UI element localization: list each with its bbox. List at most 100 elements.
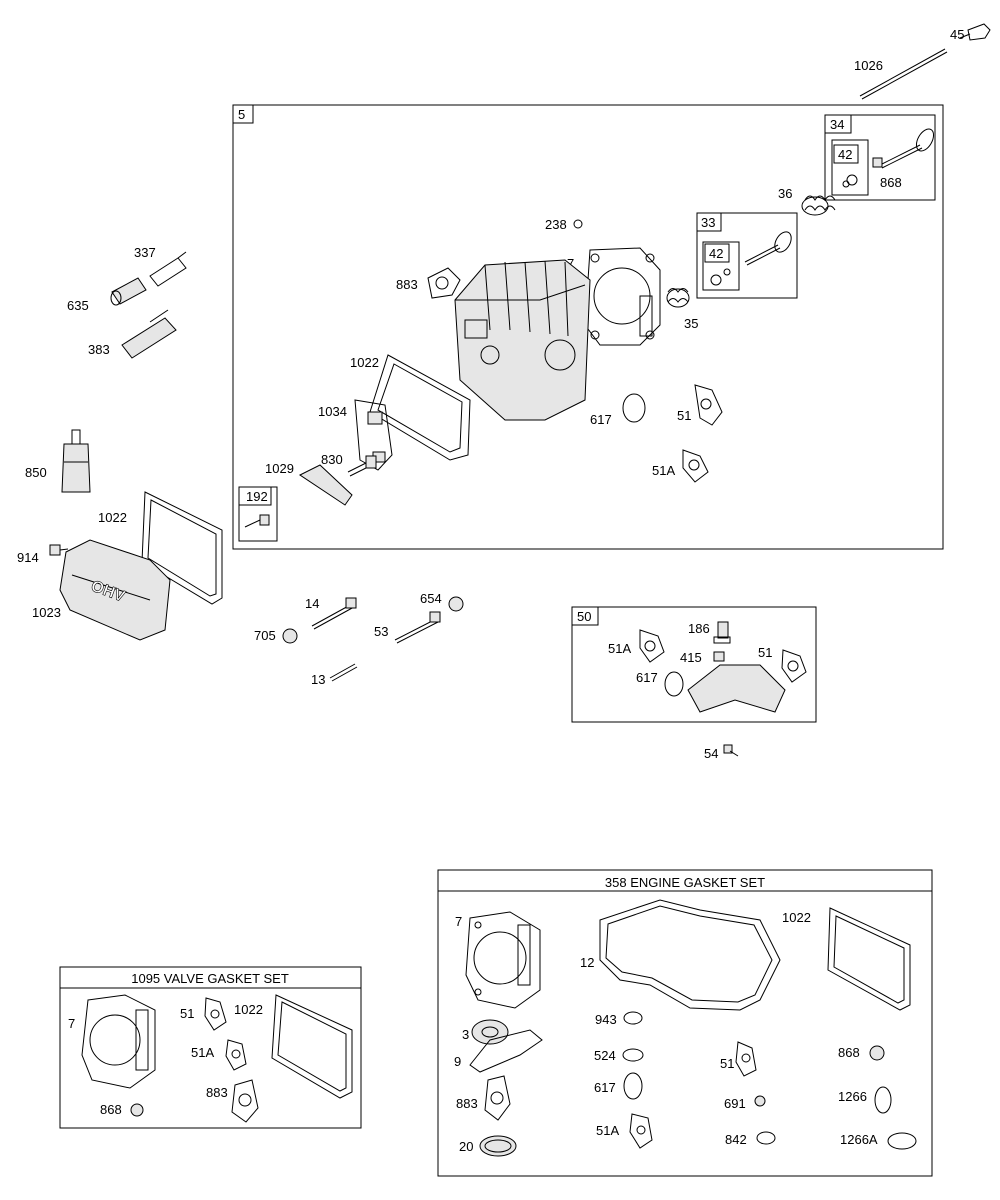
callout-850: 850 xyxy=(25,465,47,480)
exhaust-valve-part xyxy=(842,128,935,188)
callout-51b: 51 xyxy=(758,645,772,660)
vgs-head-gasket-7 xyxy=(81,994,156,1089)
callout-617a: 617 xyxy=(590,412,612,427)
callout-box-34 xyxy=(824,114,852,134)
vgs-callout-51: 51 xyxy=(180,1006,194,1021)
callout-51a: 51 xyxy=(677,408,691,423)
callout-box-192 xyxy=(238,486,272,506)
callout-186: 186 xyxy=(688,621,710,636)
callout-415: 415 xyxy=(680,650,702,665)
egs-gasket-9 xyxy=(469,1029,543,1073)
callout-868a: 868 xyxy=(880,175,902,190)
nut-654 xyxy=(448,596,464,612)
callout-337: 337 xyxy=(134,245,156,260)
callout-53: 53 xyxy=(374,624,388,639)
callout-1026: 1026 xyxy=(854,58,883,73)
egs-seal-868 xyxy=(869,1045,885,1061)
egs-callout-51A: 51A xyxy=(596,1123,619,1138)
vgs-gasket-51A xyxy=(225,1039,247,1071)
egs-o-ring-1266A xyxy=(887,1132,917,1150)
callout-705: 705 xyxy=(254,628,276,643)
egs-crankcase-gasket-12 xyxy=(599,899,781,1011)
spark-plug-337 xyxy=(149,251,187,287)
callout-box-33 xyxy=(696,212,722,232)
egs-callout-12: 12 xyxy=(580,955,594,970)
callout-box-5 xyxy=(232,104,254,124)
o-ring-617-b xyxy=(664,671,684,697)
callout-617b: 617 xyxy=(636,670,658,685)
callout-1034: 1034 xyxy=(318,404,347,419)
callout-914: 914 xyxy=(17,550,39,565)
fitting-186 xyxy=(713,621,731,644)
egs-callout-943: 943 xyxy=(595,1012,617,1027)
callout-box-42b xyxy=(704,243,730,263)
callout-883a: 883 xyxy=(396,277,418,292)
gasket-51-a xyxy=(694,384,723,426)
egs-callout-51: 51 xyxy=(720,1056,734,1071)
callout-36: 36 xyxy=(778,186,792,201)
gasket-51A-a xyxy=(682,449,709,483)
egs-o-ring-943 xyxy=(623,1011,643,1025)
egs-callout-9: 9 xyxy=(454,1054,461,1069)
nut-705 xyxy=(282,628,298,644)
intake-valve-box xyxy=(696,212,798,299)
callout-45: 45 xyxy=(950,27,964,42)
sealant-tube-850 xyxy=(61,429,91,493)
push-rod-part xyxy=(859,48,948,100)
callout-54: 54 xyxy=(704,746,718,761)
intake-elbow-part xyxy=(687,664,786,713)
egs-gasket-51 xyxy=(735,1041,757,1077)
vgs-seal-868 xyxy=(130,1103,144,1117)
callout-33: 33 xyxy=(701,215,715,230)
valve-gasket-set-frame xyxy=(59,966,362,1129)
vgs-callout-1022: 1022 xyxy=(234,1002,263,1017)
plug-415 xyxy=(713,651,725,662)
intake-elbow-frame xyxy=(571,606,817,723)
spark-plug-boot-635 xyxy=(110,277,147,306)
engine-gasket-set-frame xyxy=(437,869,933,1177)
screw-54 xyxy=(723,744,739,757)
vgs-rocker-gasket-1022 xyxy=(271,994,353,1099)
egs-rocker-gasket-1022 xyxy=(827,907,911,1011)
egs-callout-842: 842 xyxy=(725,1132,747,1147)
callout-7a: 7 xyxy=(567,256,574,271)
egs-o-ring-1266 xyxy=(874,1086,892,1114)
callout-13: 13 xyxy=(311,672,325,687)
callout-box-50 xyxy=(571,606,599,626)
egs-callout-7: 7 xyxy=(455,914,462,929)
egs-callout-617: 617 xyxy=(594,1080,616,1095)
egs-callout-1266A: 1266A xyxy=(840,1132,878,1147)
egs-o-ring-842 xyxy=(756,1131,776,1145)
vgs-callout-51A: 51A xyxy=(191,1045,214,1060)
callout-1029: 1029 xyxy=(265,461,294,476)
o-ring-617-a xyxy=(622,393,646,423)
callout-5: 5 xyxy=(238,107,245,122)
stud-13 xyxy=(329,663,358,682)
egs-callout-868: 868 xyxy=(838,1045,860,1060)
callout-35: 35 xyxy=(684,316,698,331)
callout-635: 635 xyxy=(67,298,89,313)
engine-gasket-set-title: 358 ENGINE GASKET SET xyxy=(605,875,765,890)
egs-seal-20 xyxy=(479,1135,517,1157)
screw-192-part xyxy=(244,514,270,528)
cylinder-head-part xyxy=(454,259,591,421)
intake-gasket-883 xyxy=(427,267,461,299)
egs-callout-1266: 1266 xyxy=(838,1089,867,1104)
head-gasket-7 xyxy=(584,247,661,346)
screw-830 xyxy=(347,455,377,477)
egs-washer-691 xyxy=(754,1095,766,1107)
cylinder-head-assembly-frame xyxy=(232,104,944,550)
callout-1022b: 1022 xyxy=(98,510,127,525)
callout-42a: 42 xyxy=(838,147,852,162)
callout-51Aa: 51A xyxy=(652,463,675,478)
vgs-callout-7: 7 xyxy=(68,1016,75,1031)
callout-1023: 1023 xyxy=(32,605,61,620)
plug-238 xyxy=(573,219,583,229)
callout-1022a: 1022 xyxy=(350,355,379,370)
egs-gasket-51A xyxy=(629,1113,653,1149)
deflector-1029 xyxy=(299,464,353,506)
callout-14: 14 xyxy=(305,596,319,611)
callout-383: 383 xyxy=(88,342,110,357)
valve-gasket-set-title: 1095 VALVE GASKET SET xyxy=(131,971,289,986)
